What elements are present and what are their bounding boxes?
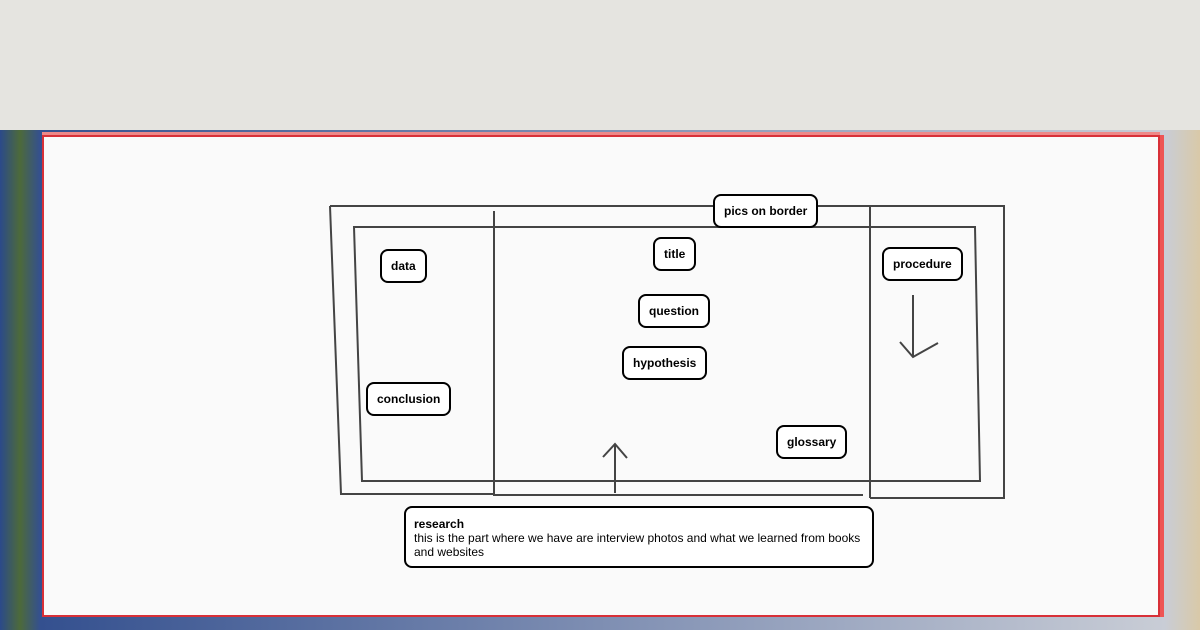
research-note[interactable]: research this is the part where we have … bbox=[404, 506, 874, 568]
label-procedure[interactable]: procedure bbox=[882, 247, 963, 281]
arrow-down-icon bbox=[899, 295, 939, 359]
arrow-up-icon bbox=[602, 442, 628, 493]
label-question[interactable]: question bbox=[638, 294, 710, 328]
label-pics-on-border[interactable]: pics on border bbox=[713, 194, 819, 228]
label-glossary[interactable]: glossary bbox=[776, 425, 848, 459]
outer-frame bbox=[329, 205, 1005, 499]
label-data[interactable]: data bbox=[380, 249, 427, 283]
left-divider bbox=[492, 205, 863, 496]
label-conclusion[interactable]: conclusion bbox=[366, 382, 452, 416]
label-title[interactable]: title bbox=[653, 237, 697, 271]
note-title: research bbox=[414, 517, 465, 531]
label-hypothesis[interactable]: hypothesis bbox=[622, 346, 708, 380]
note-body: this is the part where we have are inter… bbox=[414, 531, 861, 559]
